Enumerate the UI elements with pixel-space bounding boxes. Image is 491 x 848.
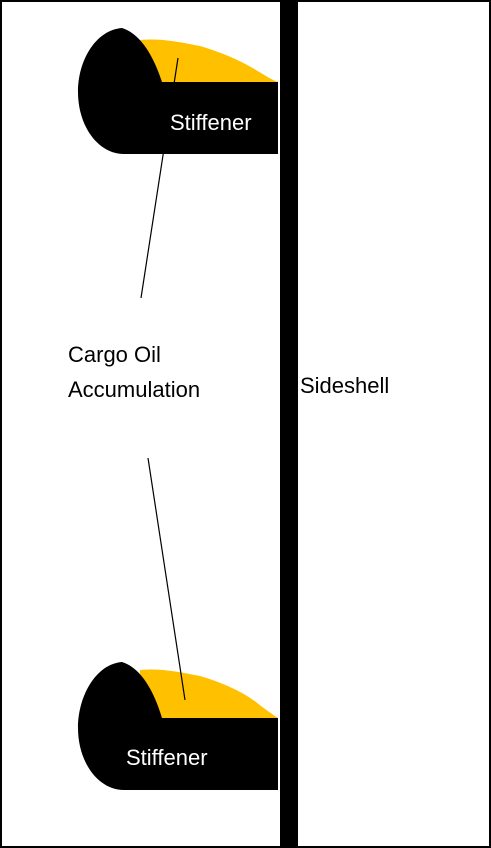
leader-line-top (140, 57, 179, 299)
leader-line-bottom (147, 457, 186, 701)
stiffener-bottom: Stiffener (78, 662, 278, 790)
stiffener-top-label: Stiffener (170, 110, 252, 135)
sideshell-plate (280, 0, 298, 848)
stiffener-bottom-label: Stiffener (126, 745, 208, 770)
cargo-oil-label-line1: Cargo Oil (68, 342, 161, 367)
stiffener-top-bulb (78, 28, 278, 154)
oil-accumulation-bottom (140, 669, 278, 718)
sideshell-label: Sideshell (300, 373, 389, 398)
cargo-oil-label-line2: Accumulation (68, 377, 200, 402)
stiffener-top: Stiffener (78, 28, 278, 154)
stiffener-bottom-bulb (78, 662, 278, 790)
oil-accumulation-top (140, 39, 278, 82)
